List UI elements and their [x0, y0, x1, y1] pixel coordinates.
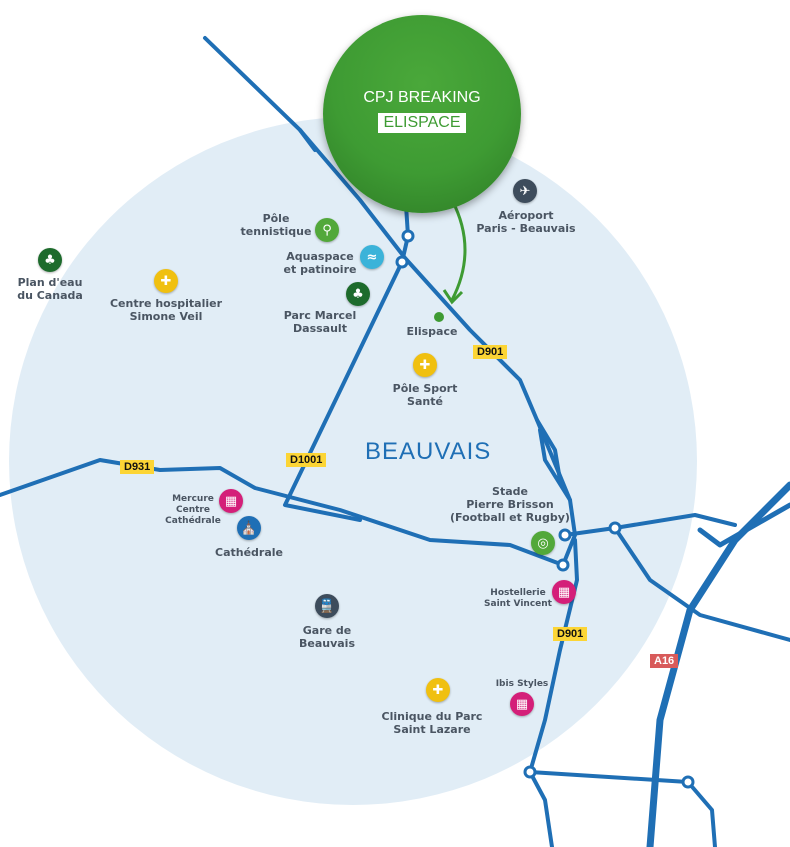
junction	[558, 528, 572, 542]
poi-label: Centre	[176, 505, 210, 515]
poi-elispace[interactable]: Elispace	[407, 325, 458, 338]
elispace-marker[interactable]	[434, 312, 444, 322]
poi-label: Stade	[492, 485, 528, 498]
road-east	[563, 513, 737, 537]
road-interchange	[535, 418, 572, 502]
poi-label: Elispace	[406, 325, 458, 338]
plane-icon[interactable]: ✈	[513, 179, 537, 203]
park-icon[interactable]: ♣	[346, 282, 370, 306]
swim-skate-icon[interactable]: ≈	[360, 245, 384, 269]
poi-label: Ibis Styles	[495, 679, 549, 689]
poi-label: Pôle Sport	[392, 382, 458, 395]
poi-label: Dassault	[293, 322, 347, 335]
event-bubble: CPJ BREAKING ELISPACE	[323, 15, 521, 213]
poi-label: Paris - Beauvais	[476, 222, 576, 235]
road-badge-d1001: D1001	[286, 453, 327, 467]
event-title: CPJ BREAKING	[363, 89, 481, 106]
poi-label: (Football et Rugby)	[450, 511, 570, 524]
poi-label: Saint Lazare	[393, 723, 471, 736]
poi-label: Mercure	[172, 494, 214, 504]
poi-label: Saint Vincent	[484, 599, 552, 609]
poi-label: Plan d'eau	[17, 276, 83, 289]
junction	[681, 775, 695, 789]
tennis-icon[interactable]: ⚲	[315, 218, 339, 242]
poi-label: Centre hospitalier	[109, 297, 223, 310]
road-n-spur	[298, 128, 317, 152]
poi-ibis[interactable]: Ibis Styles	[496, 679, 549, 690]
poi-cathedrale[interactable]: Cathédrale	[215, 546, 283, 559]
hotel-icon[interactable]: ▦	[510, 692, 534, 716]
road-east-2	[613, 526, 790, 642]
road-d901-south	[528, 538, 579, 847]
poi-label: Cathédrale	[165, 516, 221, 526]
road-d1001	[283, 260, 404, 522]
city-zone	[9, 117, 697, 805]
poi-label: Parc Marcel	[283, 309, 357, 322]
city-label: BEAUVAIS	[365, 438, 492, 465]
road-a16	[646, 481, 790, 847]
road-badge-d931: D931	[120, 460, 155, 474]
poi-label: et patinoire	[283, 263, 357, 276]
poi-label: Clinique du Parc	[381, 710, 483, 723]
poi-label: Simone Veil	[129, 310, 203, 323]
poi-label: Pôle	[262, 212, 290, 225]
road-badge-d901: D901	[473, 345, 508, 359]
poi-label: Cathédrale	[215, 546, 283, 559]
road-south	[528, 770, 717, 847]
poi-label: Beauvais	[298, 637, 356, 650]
poi-label: du Canada	[17, 289, 83, 302]
hotel-icon[interactable]: ▦	[219, 489, 243, 513]
stadium-icon[interactable]: ◎	[531, 531, 555, 555]
junction	[395, 255, 409, 269]
hotel-icon[interactable]: ▦	[552, 580, 576, 604]
train-icon[interactable]: 🚆	[315, 594, 339, 618]
health-icon[interactable]: ✚	[426, 678, 450, 702]
poi-label: Aéroport	[498, 209, 554, 222]
arrow-to-elispace	[450, 199, 467, 301]
poi-label: Aquaspace	[286, 250, 354, 263]
poi-label: Pierre Brisson	[466, 498, 554, 511]
poi-label: Santé	[407, 395, 443, 408]
junction	[556, 558, 570, 572]
poi-label: tennistique	[240, 225, 312, 238]
junction	[401, 229, 415, 243]
health-icon[interactable]: ✚	[154, 269, 178, 293]
cathedral-icon[interactable]: ⛪	[237, 516, 261, 540]
road-a16-branch	[697, 502, 790, 548]
junction	[523, 765, 537, 779]
health-icon[interactable]: ✚	[413, 353, 437, 377]
road-badge-d901: D901	[553, 627, 588, 641]
road-badge-a16: A16	[650, 654, 679, 668]
arrow-head-icon	[442, 289, 464, 305]
park-icon[interactable]: ♣	[38, 248, 62, 272]
junction	[608, 521, 622, 535]
poi-label: Gare de	[302, 624, 352, 637]
event-venue: ELISPACE	[378, 113, 466, 133]
poi-label: Hostellerie	[490, 588, 546, 598]
